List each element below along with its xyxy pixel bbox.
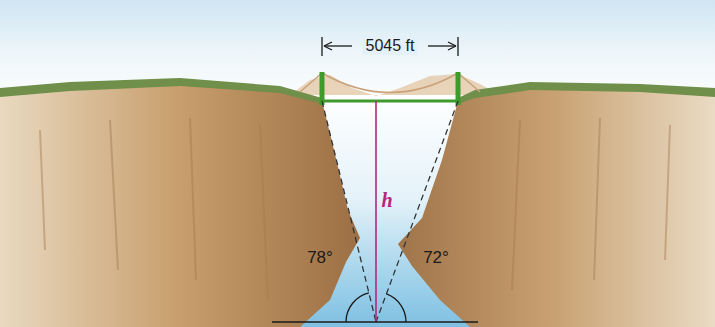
- baseline: [272, 321, 478, 322]
- bridge-tower: [456, 72, 461, 105]
- dimension-arrowhead: [324, 42, 332, 50]
- angle-arc: [386, 294, 406, 322]
- dimension-arrowhead: [448, 42, 456, 50]
- bridge-deck: [322, 100, 458, 103]
- height-label: h: [378, 189, 395, 211]
- angle-label: 78°: [304, 249, 336, 268]
- bridge-cable: [322, 73, 458, 93]
- dimension-tick: [457, 37, 458, 56]
- cliff-texture: [40, 118, 670, 300]
- right-grass: [458, 82, 715, 104]
- left-grass: [0, 78, 322, 104]
- dimension-line: [324, 45, 352, 46]
- left-cliff: [0, 82, 360, 327]
- bridge-tower: [320, 72, 325, 105]
- height-line: [375, 101, 377, 322]
- sight-line: [322, 101, 376, 322]
- bridge-anchor-cable: [300, 73, 480, 92]
- sight-line: [376, 101, 458, 322]
- angle-arc: [346, 293, 369, 322]
- dimension-line: [428, 45, 456, 46]
- dimension-tick: [321, 37, 322, 56]
- dimension-label: 5045 ft: [363, 37, 418, 55]
- angle-label: 72°: [420, 249, 452, 268]
